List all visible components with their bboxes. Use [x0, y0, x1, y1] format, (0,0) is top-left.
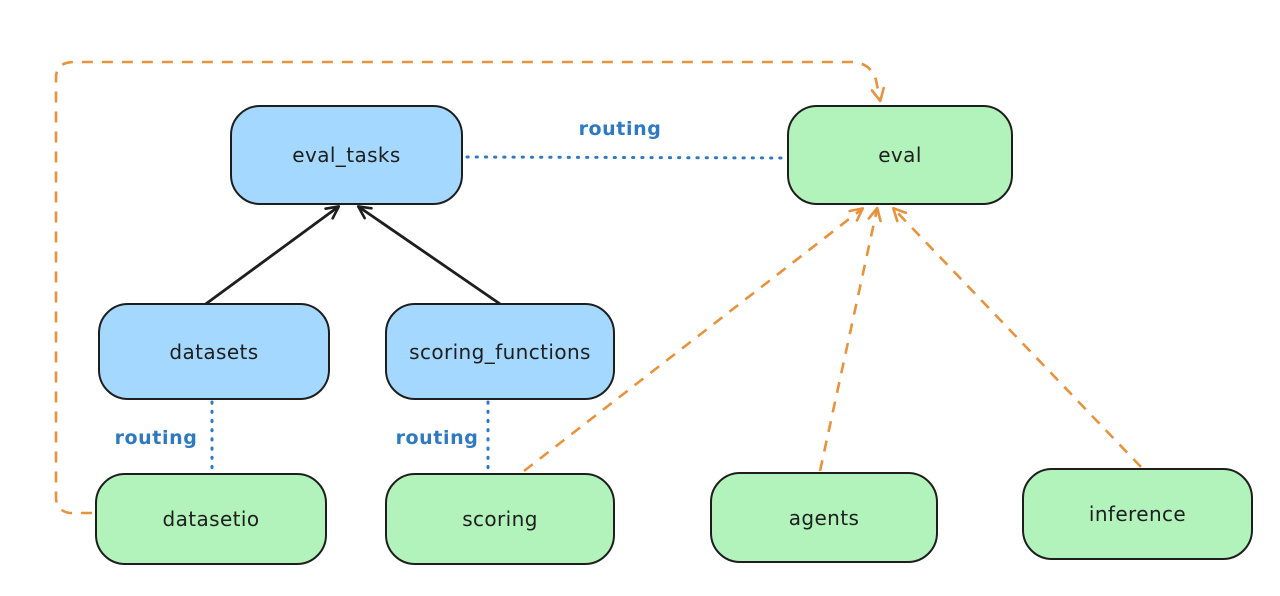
edge-scoring_functions-to-eval_tasks	[356, 205, 504, 308]
node-label: datasets	[169, 339, 259, 364]
routing-label: routing	[114, 427, 198, 449]
node-agents: agents	[710, 472, 938, 563]
node-label: scoring	[462, 507, 538, 531]
node-inference: inference	[1022, 468, 1253, 560]
node-datasetio: datasetio	[95, 473, 327, 565]
edge-eval_tasks-to-eval-routing	[465, 155, 788, 160]
node-label: eval	[878, 143, 922, 167]
edge-inference-to-eval	[892, 206, 1142, 468]
edge-datasetio-to-eval-loop	[54, 60, 886, 515]
node-label: scoring_functions	[409, 339, 591, 364]
edge-agents-to-eval	[818, 206, 882, 472]
node-scoring-functions: scoring_functions	[385, 303, 615, 400]
node-label: eval_tasks	[292, 143, 401, 167]
routing-label: routing	[578, 118, 662, 140]
routing-label: routing	[395, 427, 479, 449]
node-datasets: datasets	[98, 303, 330, 400]
edge-datasets-to-eval_tasks	[202, 205, 341, 308]
node-label: datasetio	[162, 507, 260, 531]
node-label: inference	[1088, 502, 1187, 526]
node-eval-tasks: eval_tasks	[230, 105, 463, 205]
node-scoring: scoring	[385, 473, 615, 565]
node-label: agents	[788, 505, 860, 530]
node-eval: eval	[787, 105, 1013, 205]
